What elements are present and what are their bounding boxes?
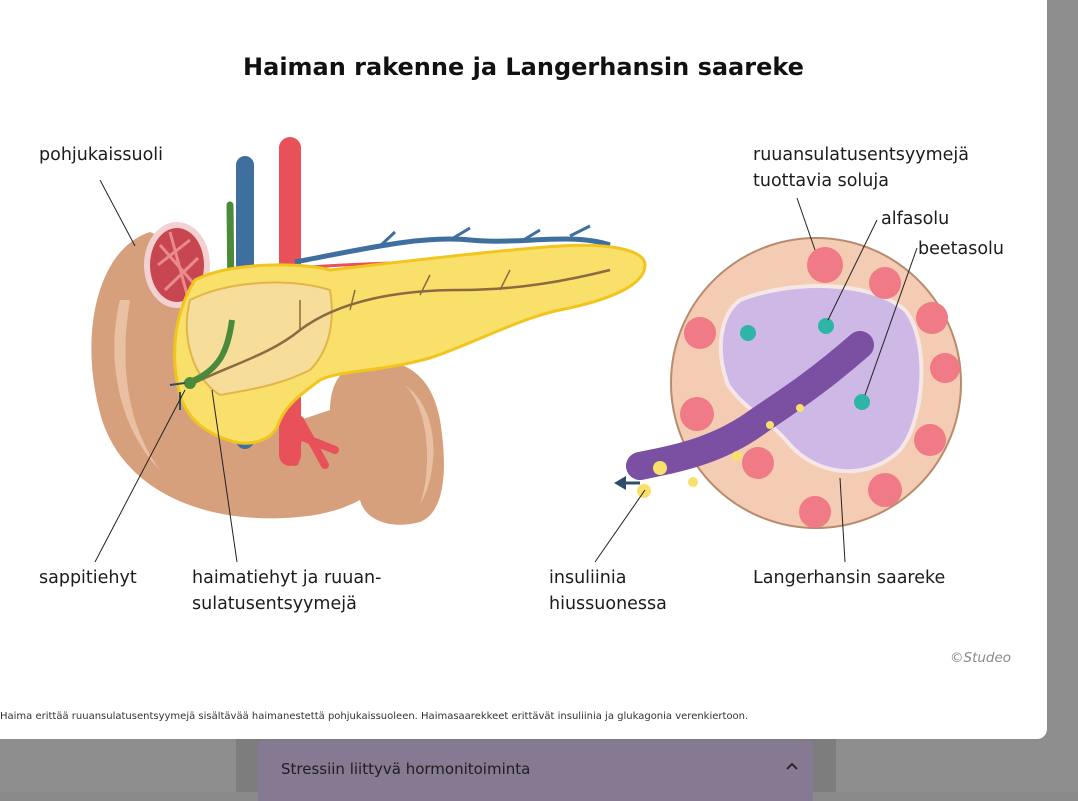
enzyme-cell-clusters xyxy=(680,247,960,528)
label-enzyme-cells-line2: tuottavia soluja xyxy=(753,171,889,191)
label-insulin-line2: hiussuonessa xyxy=(549,594,667,614)
duodenum-shape xyxy=(91,222,444,525)
label-enzyme-cells-line1: ruuansulatusentsyymejä xyxy=(753,145,970,165)
chevron-up-icon[interactable] xyxy=(785,759,799,773)
islet-illustration xyxy=(614,237,962,529)
label-islet: Langerhansin saareke xyxy=(753,568,946,588)
image-credit: ©Studeo xyxy=(950,650,1012,666)
alpha-cell-shape xyxy=(818,318,834,334)
pancreas-illustration xyxy=(91,137,962,563)
figure-modal: Haiman rakenne ja Langerhansin saareke xyxy=(0,0,1047,739)
figure-caption: Haima erittää ruuansulatusentsyymejä sis… xyxy=(0,711,749,722)
label-beta-cell: beetasolu xyxy=(918,239,1005,259)
label-alpha-cell: alfasolu xyxy=(881,209,950,229)
insulin-particles xyxy=(637,404,804,498)
capillary-shape xyxy=(626,331,874,480)
pancreas-shape xyxy=(169,243,647,445)
accordion-stress-hormones[interactable]: Stressiin liittyvä hormonitoiminta xyxy=(258,741,813,801)
label-duodenum: pohjukaissuoli xyxy=(39,145,164,165)
label-bile-duct: sappitiehyt xyxy=(39,568,137,588)
label-insulin-line1: insuliinia xyxy=(549,568,627,588)
leader-lines xyxy=(94,179,918,563)
accordion-title: Stressiin liittyvä hormonitoiminta xyxy=(281,760,531,778)
label-pancreatic-duct-line2: sulatusentsyymejä xyxy=(192,594,357,614)
label-pancreatic-duct-line1: haimatiehyt ja ruuan- xyxy=(192,568,382,588)
figure-title: Haiman rakenne ja Langerhansin saareke xyxy=(243,53,804,81)
